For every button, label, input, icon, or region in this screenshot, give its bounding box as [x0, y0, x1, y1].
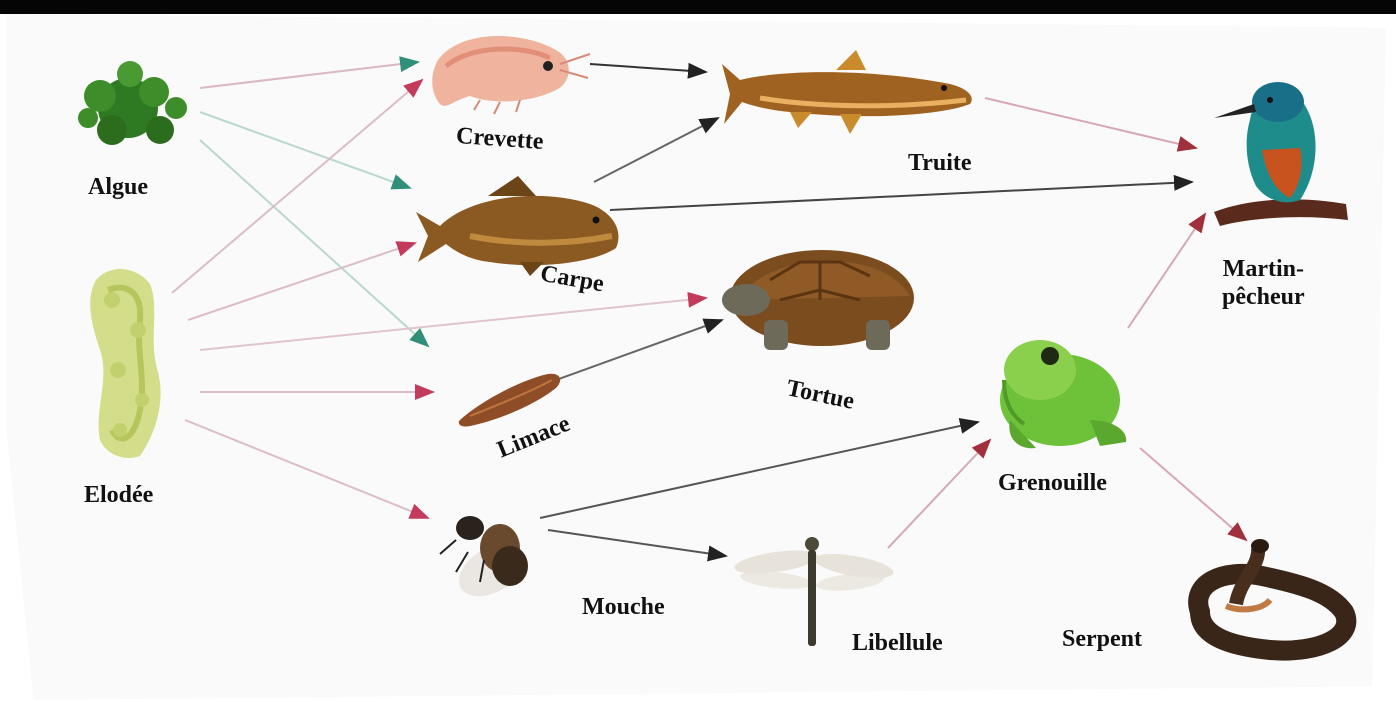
arrow-grenouille-martin	[1128, 214, 1205, 328]
label-mouche: Mouche	[582, 594, 665, 622]
carpe-icon	[416, 176, 618, 276]
arrow-limace-tortue	[545, 320, 722, 384]
martin-pecheur-icon	[1214, 82, 1348, 226]
label-libellule: Libellule	[852, 630, 943, 658]
arrow-elodee-carpe	[188, 243, 415, 320]
arrow-elodee-crevette	[172, 80, 422, 293]
serpent-icon	[1198, 539, 1346, 651]
elodee-icon	[90, 269, 160, 458]
arrow-elodee-tortue	[200, 298, 706, 350]
arrow-mouche-libellule	[548, 530, 726, 556]
label-serpent: Serpent	[1062, 626, 1142, 654]
label-elodee: Elodée	[84, 482, 153, 510]
arrow-carpe-martin	[610, 182, 1192, 210]
label-martin-line2: pêcheur	[1222, 284, 1305, 312]
arrow-carpe-truite	[594, 118, 718, 182]
label-truite: Truite	[908, 150, 972, 178]
tortue-icon	[722, 250, 914, 350]
label-martin-pecheur: Martin- pêcheur	[1222, 256, 1305, 311]
arrow-libellule-grenouille	[888, 440, 990, 548]
grenouille-icon	[1000, 340, 1126, 448]
arrow-elodee-mouche	[185, 420, 428, 518]
mouche-icon	[440, 516, 534, 607]
algue-icon	[78, 61, 187, 145]
label-algue: Algue	[88, 174, 148, 202]
arrow-grenouille-serpent	[1140, 448, 1246, 540]
arrow-algue-carpe	[200, 112, 410, 188]
label-grenouille: Grenouille	[998, 470, 1107, 498]
crevette-icon	[432, 36, 590, 114]
truite-icon	[722, 50, 972, 134]
arrow-truite-martin	[985, 98, 1196, 148]
arrow-mouche-grenouille	[540, 422, 978, 518]
arrow-algue-crevette	[200, 62, 418, 88]
label-martin-line1: Martin-	[1222, 256, 1305, 284]
arrow-crevette-truite	[590, 64, 706, 72]
